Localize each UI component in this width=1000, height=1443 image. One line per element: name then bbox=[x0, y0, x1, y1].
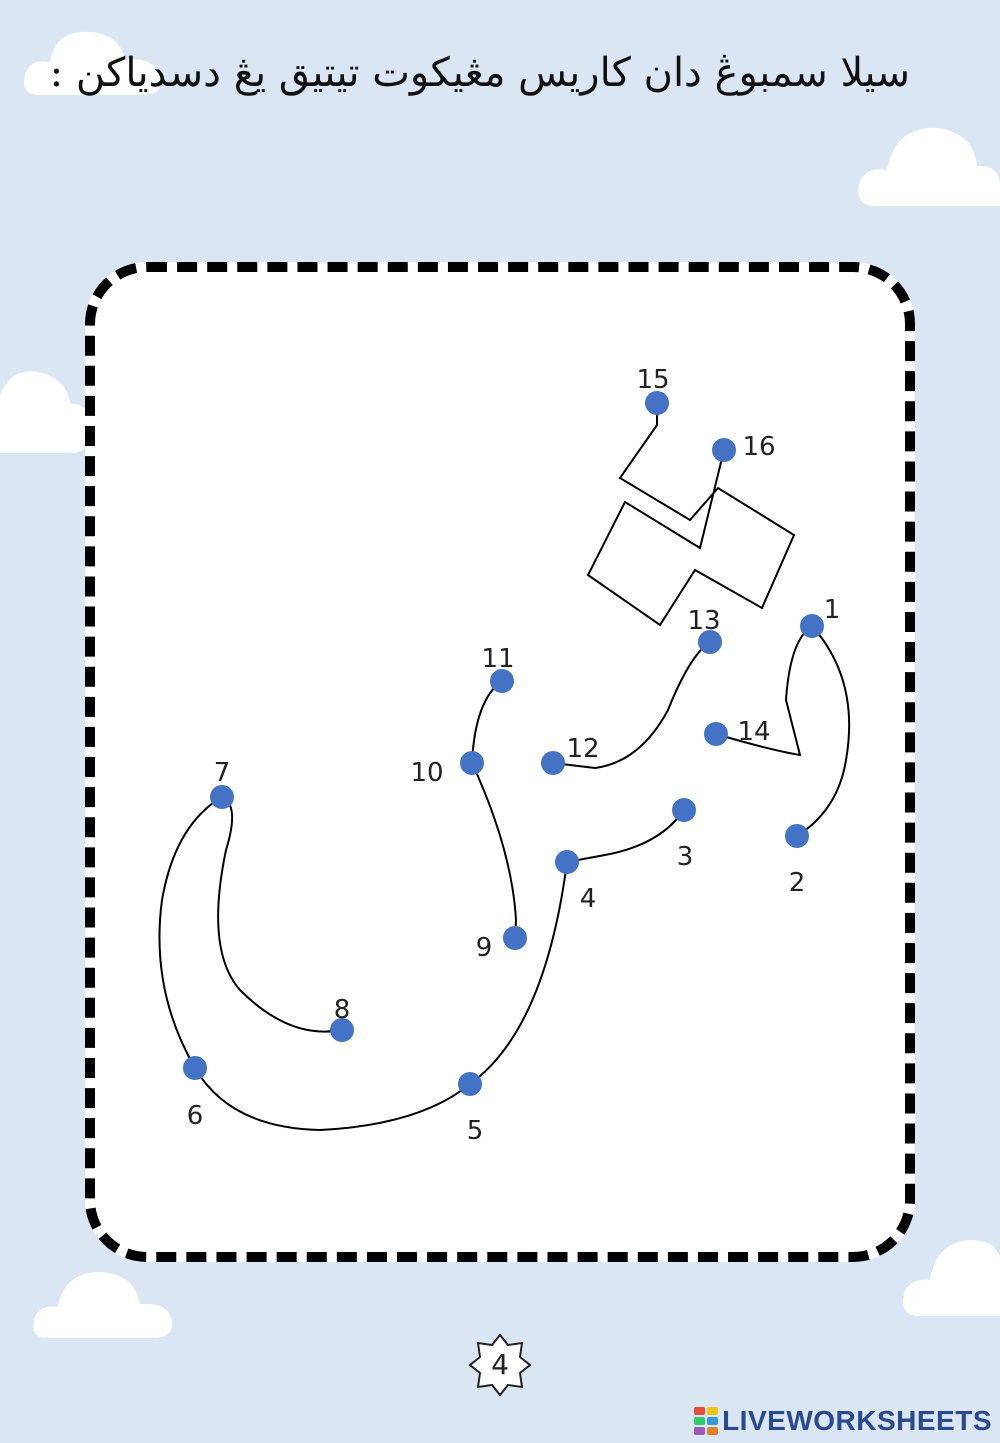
dot-9[interactable] bbox=[503, 926, 527, 950]
dot-label-10: 10 bbox=[410, 758, 443, 788]
dot-label-15: 15 bbox=[636, 365, 669, 395]
dot-10[interactable] bbox=[460, 751, 484, 775]
brand-name: LIVEWORKSHEETS bbox=[722, 1405, 992, 1436]
dot-label-5: 5 bbox=[467, 1116, 484, 1146]
cloud-left-icon bbox=[0, 371, 92, 453]
dot-1[interactable] bbox=[800, 614, 824, 638]
guide-line-3-4 bbox=[566, 809, 685, 863]
cloud-bottom-right-icon bbox=[903, 1240, 1000, 1316]
dot-15[interactable] bbox=[645, 391, 669, 415]
dot-4[interactable] bbox=[555, 850, 579, 874]
guide-line-10-11 bbox=[471, 680, 503, 764]
dot-label-12: 12 bbox=[566, 734, 599, 764]
dot-16[interactable] bbox=[712, 438, 736, 462]
dot-2[interactable] bbox=[785, 824, 809, 848]
dot-label-13: 13 bbox=[687, 606, 720, 636]
guide-line-1-2b bbox=[796, 625, 851, 837]
liveworksheets-logo-icon bbox=[694, 1407, 719, 1435]
dot-label-4: 4 bbox=[580, 884, 597, 914]
dot-7[interactable] bbox=[210, 785, 234, 809]
cloud-top-right-icon bbox=[858, 127, 1000, 206]
cloud-top-left-icon bbox=[24, 31, 161, 95]
dot-label-8: 8 bbox=[334, 995, 351, 1025]
guide-line-15-shape bbox=[586, 403, 796, 627]
dot-14[interactable] bbox=[704, 722, 728, 746]
guide-line-4-5 bbox=[469, 861, 568, 1085]
dot-label-9: 9 bbox=[476, 933, 493, 963]
dot-3[interactable] bbox=[672, 798, 696, 822]
brand-footer[interactable]: LIVEWORKSHEETS bbox=[694, 1403, 992, 1439]
dot-5[interactable] bbox=[458, 1072, 482, 1096]
instruction-text: سيلا سمبوڠ دان کاريس مڠيکوت تيتيق يڠ دسد… bbox=[49, 50, 910, 96]
activity-frame bbox=[85, 262, 915, 1262]
dot-13[interactable] bbox=[698, 630, 722, 654]
guide-line-1-2 bbox=[715, 625, 813, 757]
guide-line-9-10 bbox=[471, 762, 518, 939]
dot-label-11: 11 bbox=[481, 644, 514, 674]
guide-line-6-7 bbox=[158, 796, 223, 1069]
dot-label-14: 14 bbox=[737, 717, 770, 747]
dot-label-1: 1 bbox=[824, 595, 841, 625]
dot-label-6: 6 bbox=[187, 1101, 204, 1131]
dot-label-16: 16 bbox=[742, 432, 775, 462]
dot-8[interactable] bbox=[330, 1018, 354, 1042]
page-number-badge-icon bbox=[468, 1333, 532, 1397]
cloud-bottom-left-icon bbox=[33, 1272, 173, 1338]
dot-label-3: 3 bbox=[677, 842, 694, 872]
page-number: 4 bbox=[491, 1348, 509, 1381]
dot-12[interactable] bbox=[541, 751, 565, 775]
dot-11[interactable] bbox=[490, 669, 514, 693]
dot-6[interactable] bbox=[183, 1056, 207, 1080]
guide-line-7-8 bbox=[217, 796, 343, 1033]
guide-line-12-13 bbox=[552, 641, 711, 770]
guide-line-5-6 bbox=[194, 1067, 471, 1132]
dot-label-7: 7 bbox=[214, 758, 231, 788]
dot-label-2: 2 bbox=[789, 868, 806, 898]
